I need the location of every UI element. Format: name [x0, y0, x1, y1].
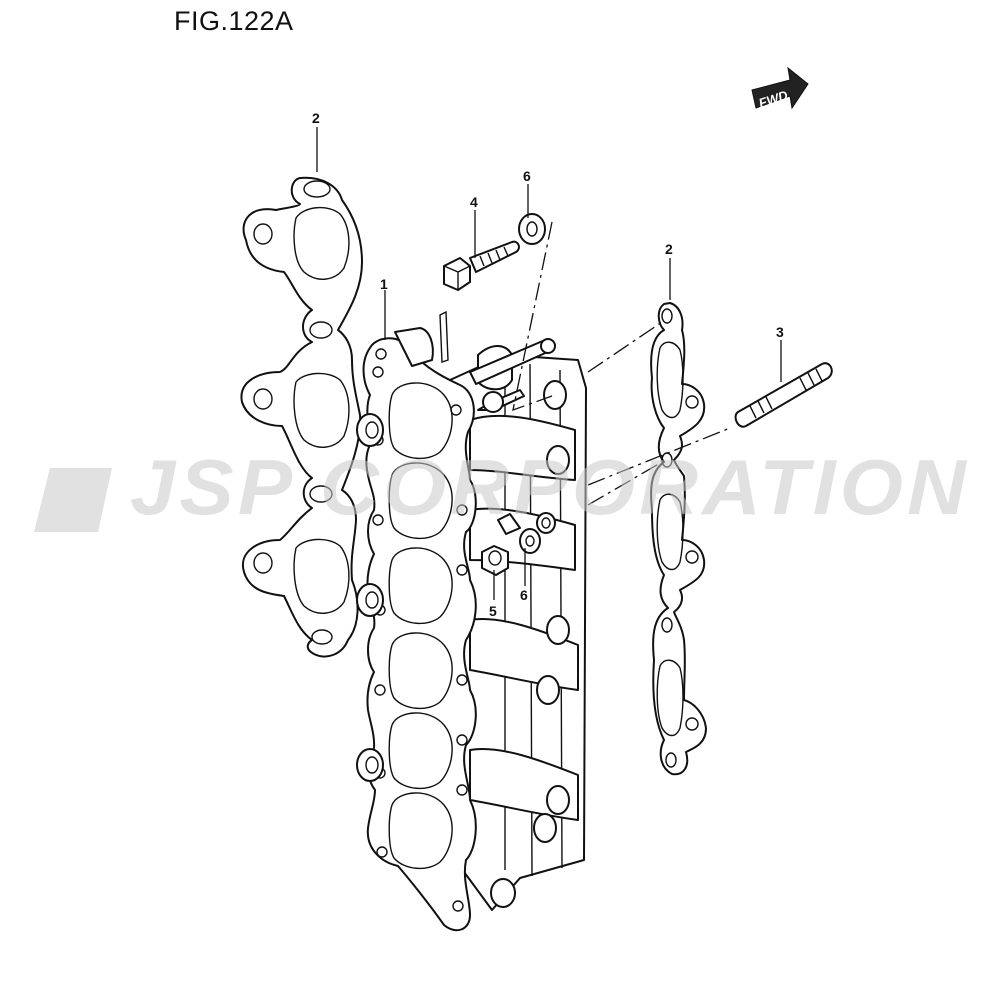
right-gasket	[650, 302, 707, 776]
watermark-text: JSP CORPORATION	[130, 443, 970, 531]
callout-2-right: 2	[665, 241, 673, 257]
intake-manifold	[356, 310, 587, 932]
nut	[481, 545, 509, 576]
washer-top	[518, 213, 546, 245]
alignment-line-lower	[587, 461, 663, 506]
left-gasket	[240, 176, 363, 658]
callout-4: 4	[470, 194, 478, 210]
washer-mid	[519, 512, 556, 554]
bolt	[443, 240, 520, 291]
callout-6-top: 6	[523, 168, 531, 184]
alignment-line-upper	[587, 319, 666, 373]
watermark: JSP CORPORATION	[34, 443, 970, 532]
fwd-arrow-icon: FWD	[751, 66, 809, 111]
alignment-line-stud	[587, 427, 731, 486]
callout-1: 1	[380, 276, 388, 292]
callout-5: 5	[489, 603, 497, 619]
callout-2-left: 2	[312, 110, 320, 126]
figure-title: FIG.122A	[174, 6, 294, 36]
callout-6-mid: 6	[520, 587, 528, 603]
callout-3: 3	[776, 324, 784, 340]
stud	[734, 362, 833, 428]
watermark-logo-icon	[34, 468, 112, 532]
alignment-line-bolt	[512, 221, 553, 412]
